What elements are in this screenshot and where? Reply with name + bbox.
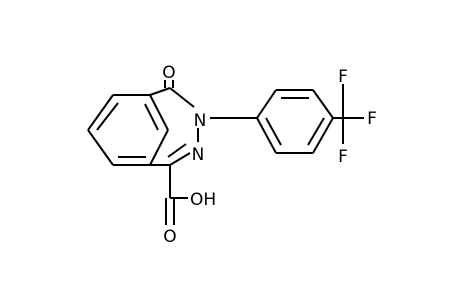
trifluoromethyl-group [333,84,364,144]
carbonyl-oxygen-label: O [162,63,175,83]
carboxylic-acid-group [165,165,188,225]
phenyl-ring [256,89,334,154]
benzo-ring [87,94,169,166]
fluorine-bottom-label: F [338,147,348,167]
fluorine-top-label: F [338,67,348,87]
fluorine-right-label: F [367,109,377,129]
ring-nitrogen-3-label: N [192,145,205,165]
ring-nitrogen-2-label: N [194,111,207,131]
acid-oxygen-label: O [163,227,176,247]
carbonyl-bond [164,80,174,88]
hydroxyl-label: OH [190,190,216,210]
pyridazinone-ring [149,87,199,166]
